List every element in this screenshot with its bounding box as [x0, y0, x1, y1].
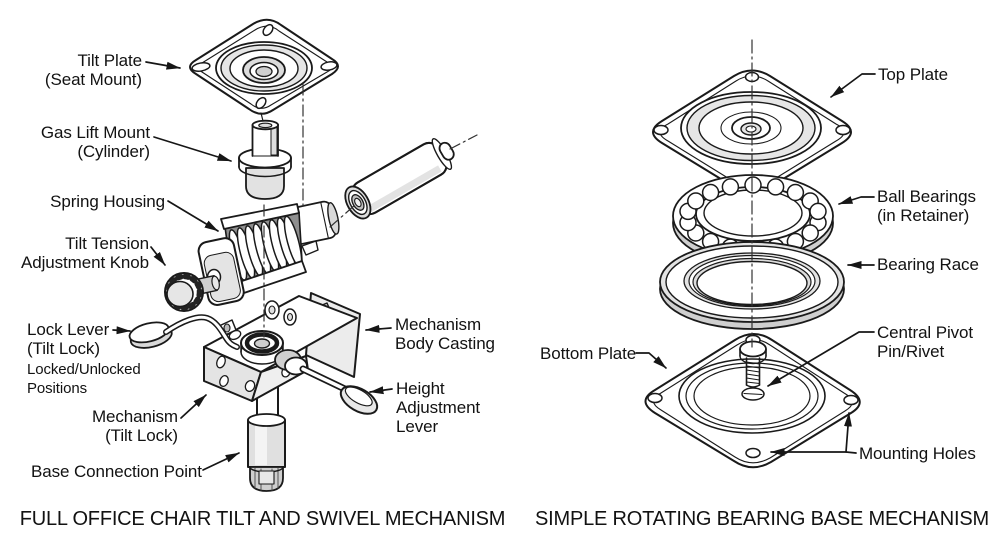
gas-cylinder-drawing	[344, 137, 455, 220]
leader-lines	[112, 61, 876, 471]
label-tilt-plate: Tilt Plate (Seat Mount)	[44, 51, 142, 89]
label-lock-lever-note: Locked/Unlocked Positions	[27, 361, 141, 397]
gas-lift-mount-drawing	[238, 119, 292, 200]
tilt-tension-knob-drawing	[164, 272, 220, 312]
label-gas-lift-mount: Gas Lift Mount (Cylinder)	[40, 123, 150, 161]
label-mechanism-body: Mechanism Body Casting	[395, 315, 495, 353]
ball-bearing-ring-drawing	[672, 174, 834, 265]
bearing-base-drawing	[644, 39, 861, 469]
label-tilt-tension-knob: Tilt Tension Adjustment Knob	[21, 234, 149, 272]
label-spring-housing: Spring Housing	[50, 192, 165, 211]
label-bearing-race: Bearing Race	[877, 255, 979, 274]
bottom-plate-drawing	[644, 333, 861, 469]
label-mounting-holes: Mounting Holes	[859, 444, 976, 463]
label-ball-bearings: Ball Bearings (in Retainer)	[877, 187, 976, 225]
height-lever-drawing	[274, 349, 379, 415]
tilt-plate-drawing	[189, 18, 339, 122]
label-central-pivot: Central Pivot Pin/Rivet	[877, 323, 974, 361]
top-plate-drawing	[652, 69, 852, 194]
label-height-lever: Height Adjustment Lever	[396, 379, 481, 436]
label-mechanism: Mechanism (Tilt Lock)	[91, 407, 178, 445]
label-base-connection: Base Connection Point	[31, 462, 202, 481]
chair-mechanism-drawing	[128, 18, 478, 492]
mechanism-body-drawing	[203, 292, 361, 492]
center-lines-left	[263, 83, 478, 338]
spring-housing-drawing	[197, 200, 340, 306]
label-bottom-plate: Bottom Plate	[540, 344, 637, 363]
caption-right-mechanism: SIMPLE ROTATING BEARING BASE MECHANISM	[535, 508, 989, 530]
label-top-plate: Top Plate	[878, 65, 948, 84]
base-connection-drawing	[247, 381, 286, 492]
pivot-pin-drawing	[739, 340, 767, 401]
label-lock-lever: Lock Lever (Tilt Lock)	[27, 320, 110, 358]
lock-lever-drawing	[128, 314, 240, 350]
caption-left-mechanism: FULL OFFICE CHAIR TILT AND SWIVEL MECHAN…	[19, 508, 506, 530]
